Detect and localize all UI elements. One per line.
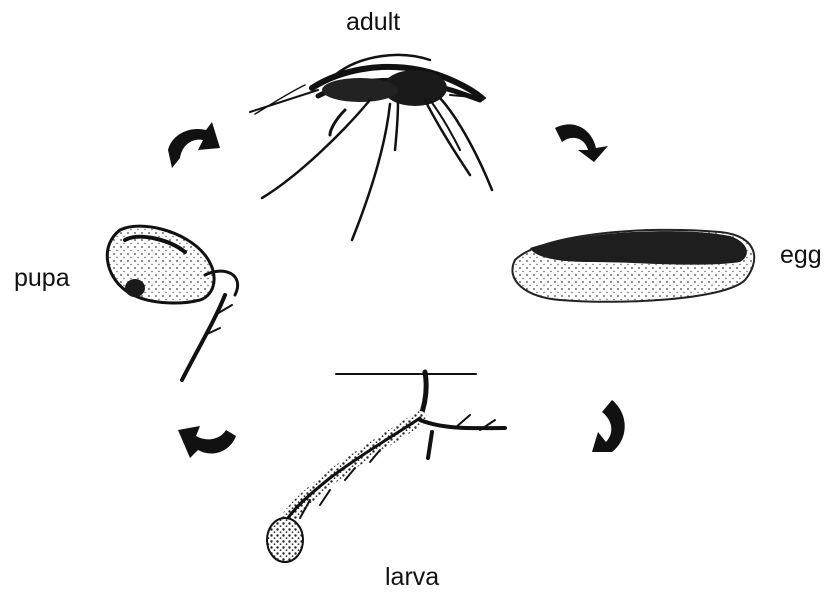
curved-arrow-icon [168,122,220,168]
label-pupa: pupa [14,266,70,291]
curved-arrow-icon [178,426,236,458]
label-larva: larva [385,565,439,590]
mosquito-icon [250,55,492,240]
label-egg: egg [780,243,822,268]
pupa-icon [107,226,237,380]
larva-icon [267,372,505,562]
curved-arrow-icon [592,400,625,452]
label-adult: adult [346,10,400,35]
curved-arrow-icon [555,124,608,162]
egg-icon [512,230,754,302]
